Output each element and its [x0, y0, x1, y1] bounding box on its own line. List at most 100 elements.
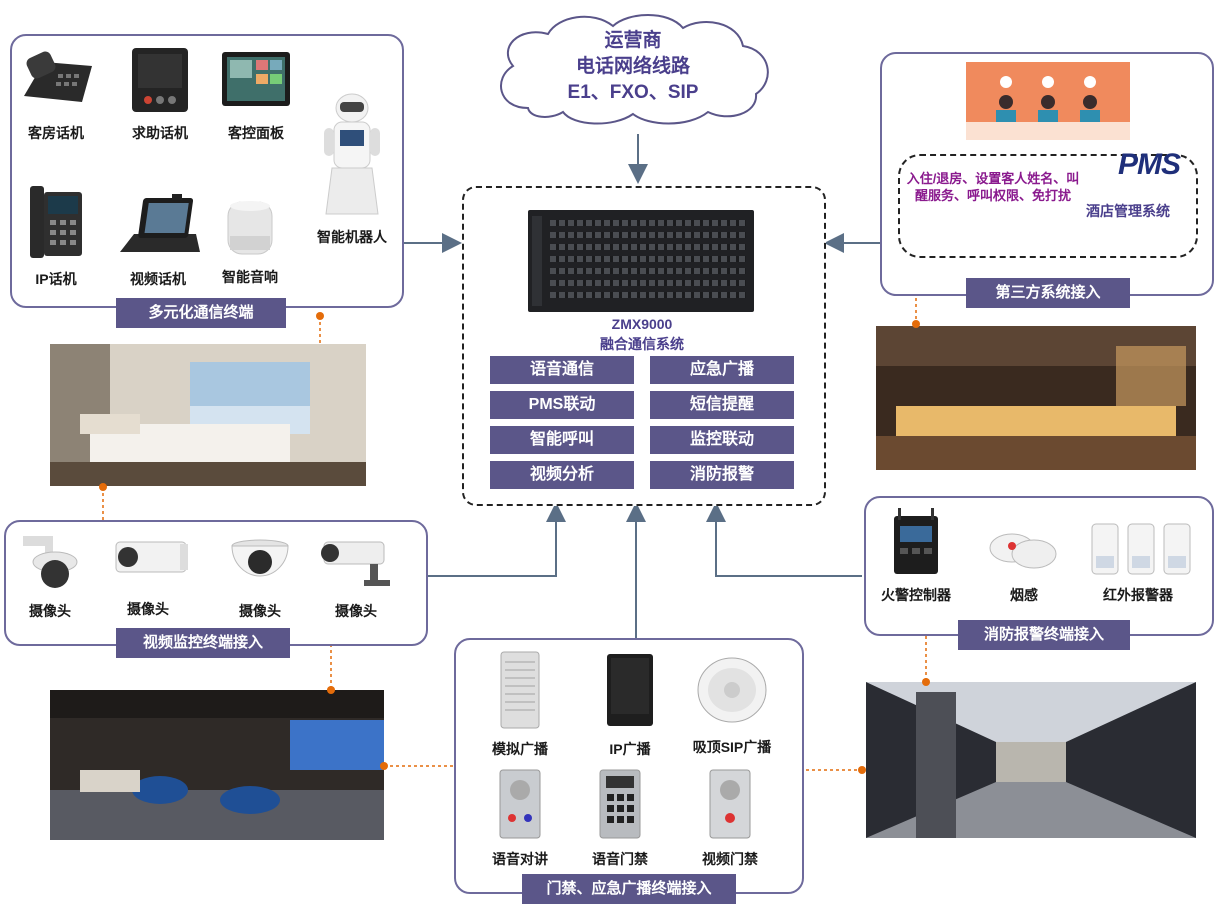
- voice-intercom: 语音对讲: [470, 768, 570, 869]
- pms-name: 酒店管理系统: [1086, 203, 1170, 219]
- carrier-cloud: 运营商 电话网络线路 E1、FXO、SIP: [488, 28, 778, 106]
- camera-icon: [231, 539, 289, 577]
- terminal-label: 智能机器人: [317, 229, 387, 245]
- function-sms: 短信提醒: [650, 391, 794, 419]
- camera-label: 摄像头: [127, 601, 169, 617]
- pms-logo: PMS: [1118, 148, 1181, 181]
- terminal-room-phone: 客房话机: [6, 46, 106, 143]
- access-label: 视频门禁: [702, 851, 758, 867]
- access-label: 语音门禁: [592, 851, 648, 867]
- core-model: ZMX9000: [611, 316, 673, 332]
- ceiling-speaker-icon: [697, 657, 767, 723]
- analog-broadcast: 模拟广播: [470, 650, 570, 759]
- fire-controller-icon: [894, 508, 938, 574]
- camera-label: 摄像头: [239, 603, 281, 619]
- connector-dot: [922, 678, 930, 686]
- terminal-label: IP话机: [35, 271, 77, 287]
- ceiling-sip-broadcast: 吸顶SIP广播: [682, 652, 782, 757]
- fire-controller: 火警控制器: [866, 508, 966, 605]
- fire-label: 火警控制器: [881, 587, 951, 603]
- camera-dome-ptz: 摄像头: [0, 532, 100, 621]
- keypad-door-icon: [599, 769, 641, 839]
- terminal-room-control-panel: 客控面板: [206, 46, 306, 143]
- hotel-lobby-reception-photo: [876, 326, 1196, 470]
- connector-dot: [99, 483, 107, 491]
- access-label: IP广播: [609, 741, 651, 757]
- connector-dot: [380, 762, 388, 770]
- room-phone-icon: [24, 51, 92, 102]
- terminal-label: 客房话机: [28, 125, 84, 141]
- arrow-video-to-core: [426, 502, 566, 577]
- cloud-line-1: 运营商: [604, 30, 662, 51]
- camera-bullet-bracket: 摄像头: [306, 534, 406, 621]
- fire-label: 红外报警器: [1103, 587, 1173, 603]
- function-video-analysis: 视频分析: [490, 461, 634, 489]
- camera-icon: [23, 536, 78, 588]
- connector-dot: [327, 686, 335, 694]
- connector-dot: [912, 320, 920, 328]
- camera-bullet: 摄像头: [98, 532, 198, 619]
- video-access-control: 视频门禁: [680, 768, 780, 869]
- function-fire-alarm: 消防报警: [650, 461, 794, 489]
- hotel-room-photo: [50, 344, 366, 486]
- infrared-sensor-icon: [1091, 523, 1191, 575]
- third-party-title: 第三方系统接入: [966, 278, 1130, 308]
- video-panel: [4, 520, 428, 646]
- pms-box: [898, 154, 1198, 258]
- cloud-line-3: E1、FXO、SIP: [567, 82, 699, 103]
- access-label: 模拟广播: [492, 741, 548, 757]
- terminal-video-phone: 视频话机: [108, 194, 208, 289]
- terminals-title: 多元化通信终端: [116, 298, 286, 328]
- arrow-fire-to-core: [706, 502, 862, 577]
- video-title: 视频监控终端接入: [116, 628, 290, 658]
- terminal-ip-phone: IP话机: [6, 184, 106, 289]
- camera-icon: [115, 541, 188, 573]
- function-broadcast: 应急广播: [650, 356, 794, 384]
- speaker-icon: [607, 654, 653, 726]
- control-panel-icon: [222, 52, 290, 106]
- camera-label: 摄像头: [335, 603, 377, 619]
- cloud-line-2: 电话网络线路: [575, 56, 690, 77]
- speaker-icon: [500, 651, 540, 729]
- intercom-icon: [499, 769, 541, 839]
- fire-title: 消防报警终端接入: [958, 620, 1130, 650]
- terminal-label: 客控面板: [228, 125, 284, 141]
- function-pms: PMS联动: [490, 391, 634, 419]
- connector-dot: [858, 766, 866, 774]
- terminal-help-phone: 求助话机: [110, 46, 210, 143]
- infrared-alarm: 红外报警器: [1088, 518, 1191, 605]
- function-monitor: 监控联动: [650, 426, 794, 454]
- access-label: 吸顶SIP广播: [692, 739, 772, 755]
- terminal-label: 视频话机: [130, 271, 186, 287]
- terminal-label: 求助话机: [132, 125, 188, 141]
- camera-dome: 摄像头: [210, 534, 310, 621]
- smart-speaker-icon: [227, 201, 273, 255]
- fire-label: 烟感: [1010, 587, 1038, 603]
- voice-access-control: 语音门禁: [570, 768, 670, 869]
- terminal-label: 智能音响: [222, 269, 278, 285]
- hotel-lounge-photo: [50, 690, 384, 840]
- smoke-detector-icon: [989, 533, 1057, 569]
- terminal-smart-speaker: 智能音响: [200, 196, 300, 287]
- call-center-illustration: [966, 62, 1130, 140]
- video-door-icon: [709, 769, 751, 839]
- help-phone-icon: [132, 48, 188, 112]
- function-voice: 语音通信: [490, 356, 634, 384]
- carrier-cloud-shape: [500, 14, 769, 125]
- terminal-smart-robot: 智能机器人: [302, 92, 402, 247]
- pms-description: 入住/退房、设置客人姓名、叫醒服务、呼叫权限、免打扰: [906, 171, 1080, 203]
- camera-label: 摄像头: [29, 603, 71, 619]
- smoke-detector: 烟感: [974, 518, 1074, 605]
- connector-dot: [316, 312, 324, 320]
- access-title: 门禁、应急广播终端接入: [522, 874, 736, 904]
- core-name: 融合通信系统: [600, 336, 684, 352]
- zmx9000-chassis-image: [528, 210, 754, 312]
- ip-broadcast: IP广播: [580, 650, 680, 759]
- video-phone-icon: [120, 194, 200, 252]
- access-label: 语音对讲: [492, 851, 548, 867]
- function-smart-call: 智能呼叫: [490, 426, 634, 454]
- robot-icon: [324, 93, 380, 215]
- ip-phone-icon: [30, 186, 82, 258]
- hotel-corridor-photo: [866, 682, 1196, 838]
